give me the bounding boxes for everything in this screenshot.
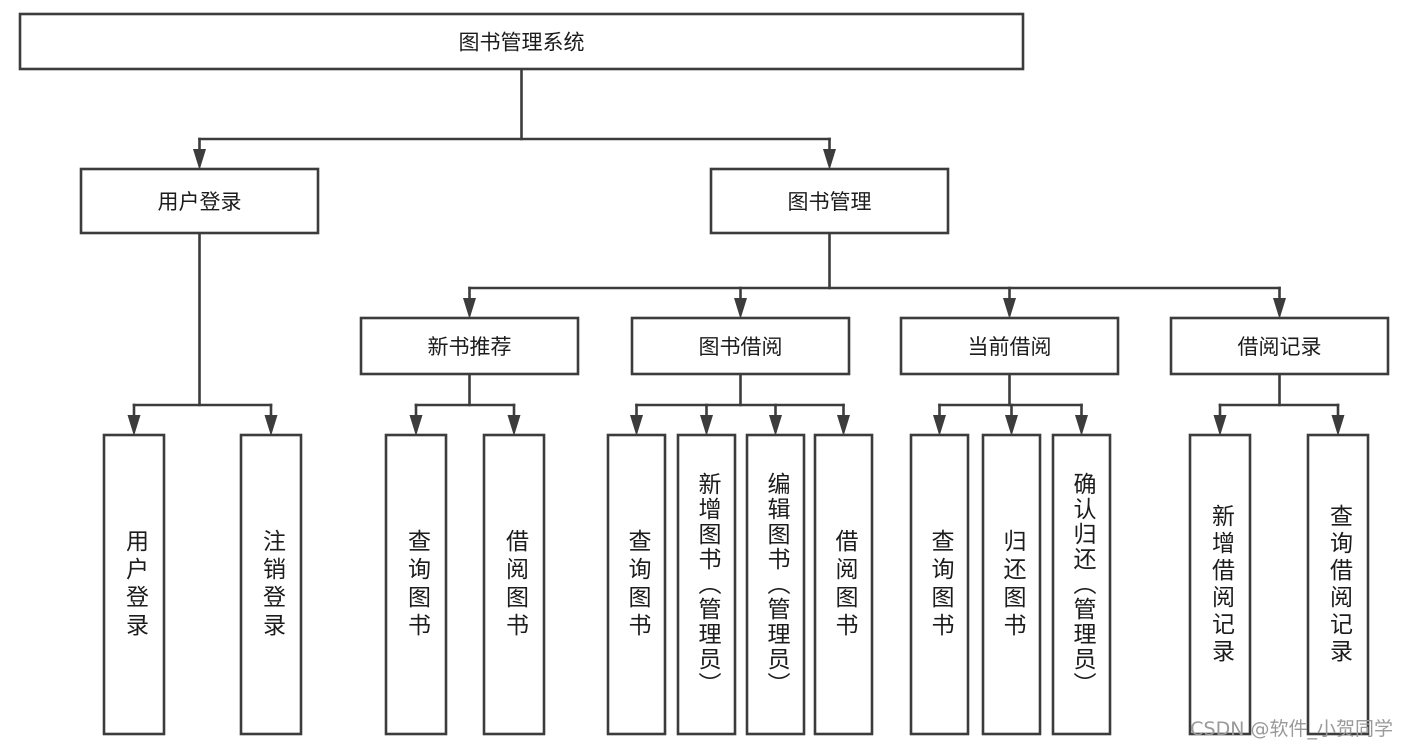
node-box-root[interactable] [18, 12, 1025, 71]
arrow-head-n4 [734, 298, 747, 319]
node-label-n1: 用户登录 [158, 190, 242, 214]
connector-layer [127, 67, 1345, 436]
node-label-n6: 借阅记录 [1238, 335, 1322, 359]
node-box-n1[interactable] [79, 167, 320, 235]
arrow-head-l8 [837, 415, 850, 436]
node-box-l7[interactable] [745, 433, 806, 736]
arrow-head-n1 [193, 149, 206, 170]
node-box-l13[interactable] [1306, 433, 1370, 736]
arrow-head-l5 [630, 415, 643, 436]
node-box-n3[interactable] [359, 316, 580, 376]
node-box-l4[interactable] [482, 433, 546, 736]
arrow-head-l2 [264, 415, 278, 436]
arrow-head-l11 [1075, 415, 1088, 436]
node-label-n2: 图书管理 [788, 190, 872, 214]
node-label-root: 图书管理系统 [459, 31, 585, 55]
node-box-n6[interactable] [1169, 316, 1390, 376]
arrow-head-l4 [507, 415, 521, 436]
node-box-l3[interactable] [384, 433, 448, 736]
arrow-head-l10 [1005, 415, 1018, 436]
arrow-head-l13 [1331, 415, 1345, 436]
node-label-n4: 图书借阅 [699, 335, 783, 359]
node-box-n4[interactable] [630, 316, 851, 376]
arrow-head-l7 [769, 415, 782, 436]
node-label-n3: 新书推荐 [428, 335, 512, 359]
node-box-layer [18, 12, 1390, 736]
node-box-l5[interactable] [606, 433, 667, 736]
node-box-l1[interactable] [102, 433, 166, 736]
node-box-l11[interactable] [1051, 433, 1112, 736]
node-box-l9[interactable] [909, 433, 970, 736]
arrow-head-n3 [463, 298, 476, 319]
watermark-text: CSDN @软件_小贺同学 [1190, 718, 1393, 740]
node-label-n5: 当前借阅 [968, 335, 1052, 359]
node-box-l2[interactable] [239, 433, 303, 736]
node-box-l6[interactable] [676, 433, 737, 736]
node-box-n2[interactable] [709, 167, 950, 235]
arrow-head-l3 [409, 415, 423, 436]
arrow-head-n5 [1003, 298, 1016, 319]
node-box-l8[interactable] [813, 433, 874, 736]
node-box-n5[interactable] [899, 316, 1120, 376]
node-box-l10[interactable] [981, 433, 1042, 736]
arrow-head-l9 [933, 415, 946, 436]
arrow-head-l6 [700, 415, 713, 436]
arrow-head-n6 [1273, 298, 1286, 319]
arrow-head-n2 [823, 149, 836, 170]
arrow-head-l12 [1213, 415, 1227, 436]
arrow-head-l1 [127, 415, 141, 436]
node-box-l12[interactable] [1188, 433, 1252, 736]
